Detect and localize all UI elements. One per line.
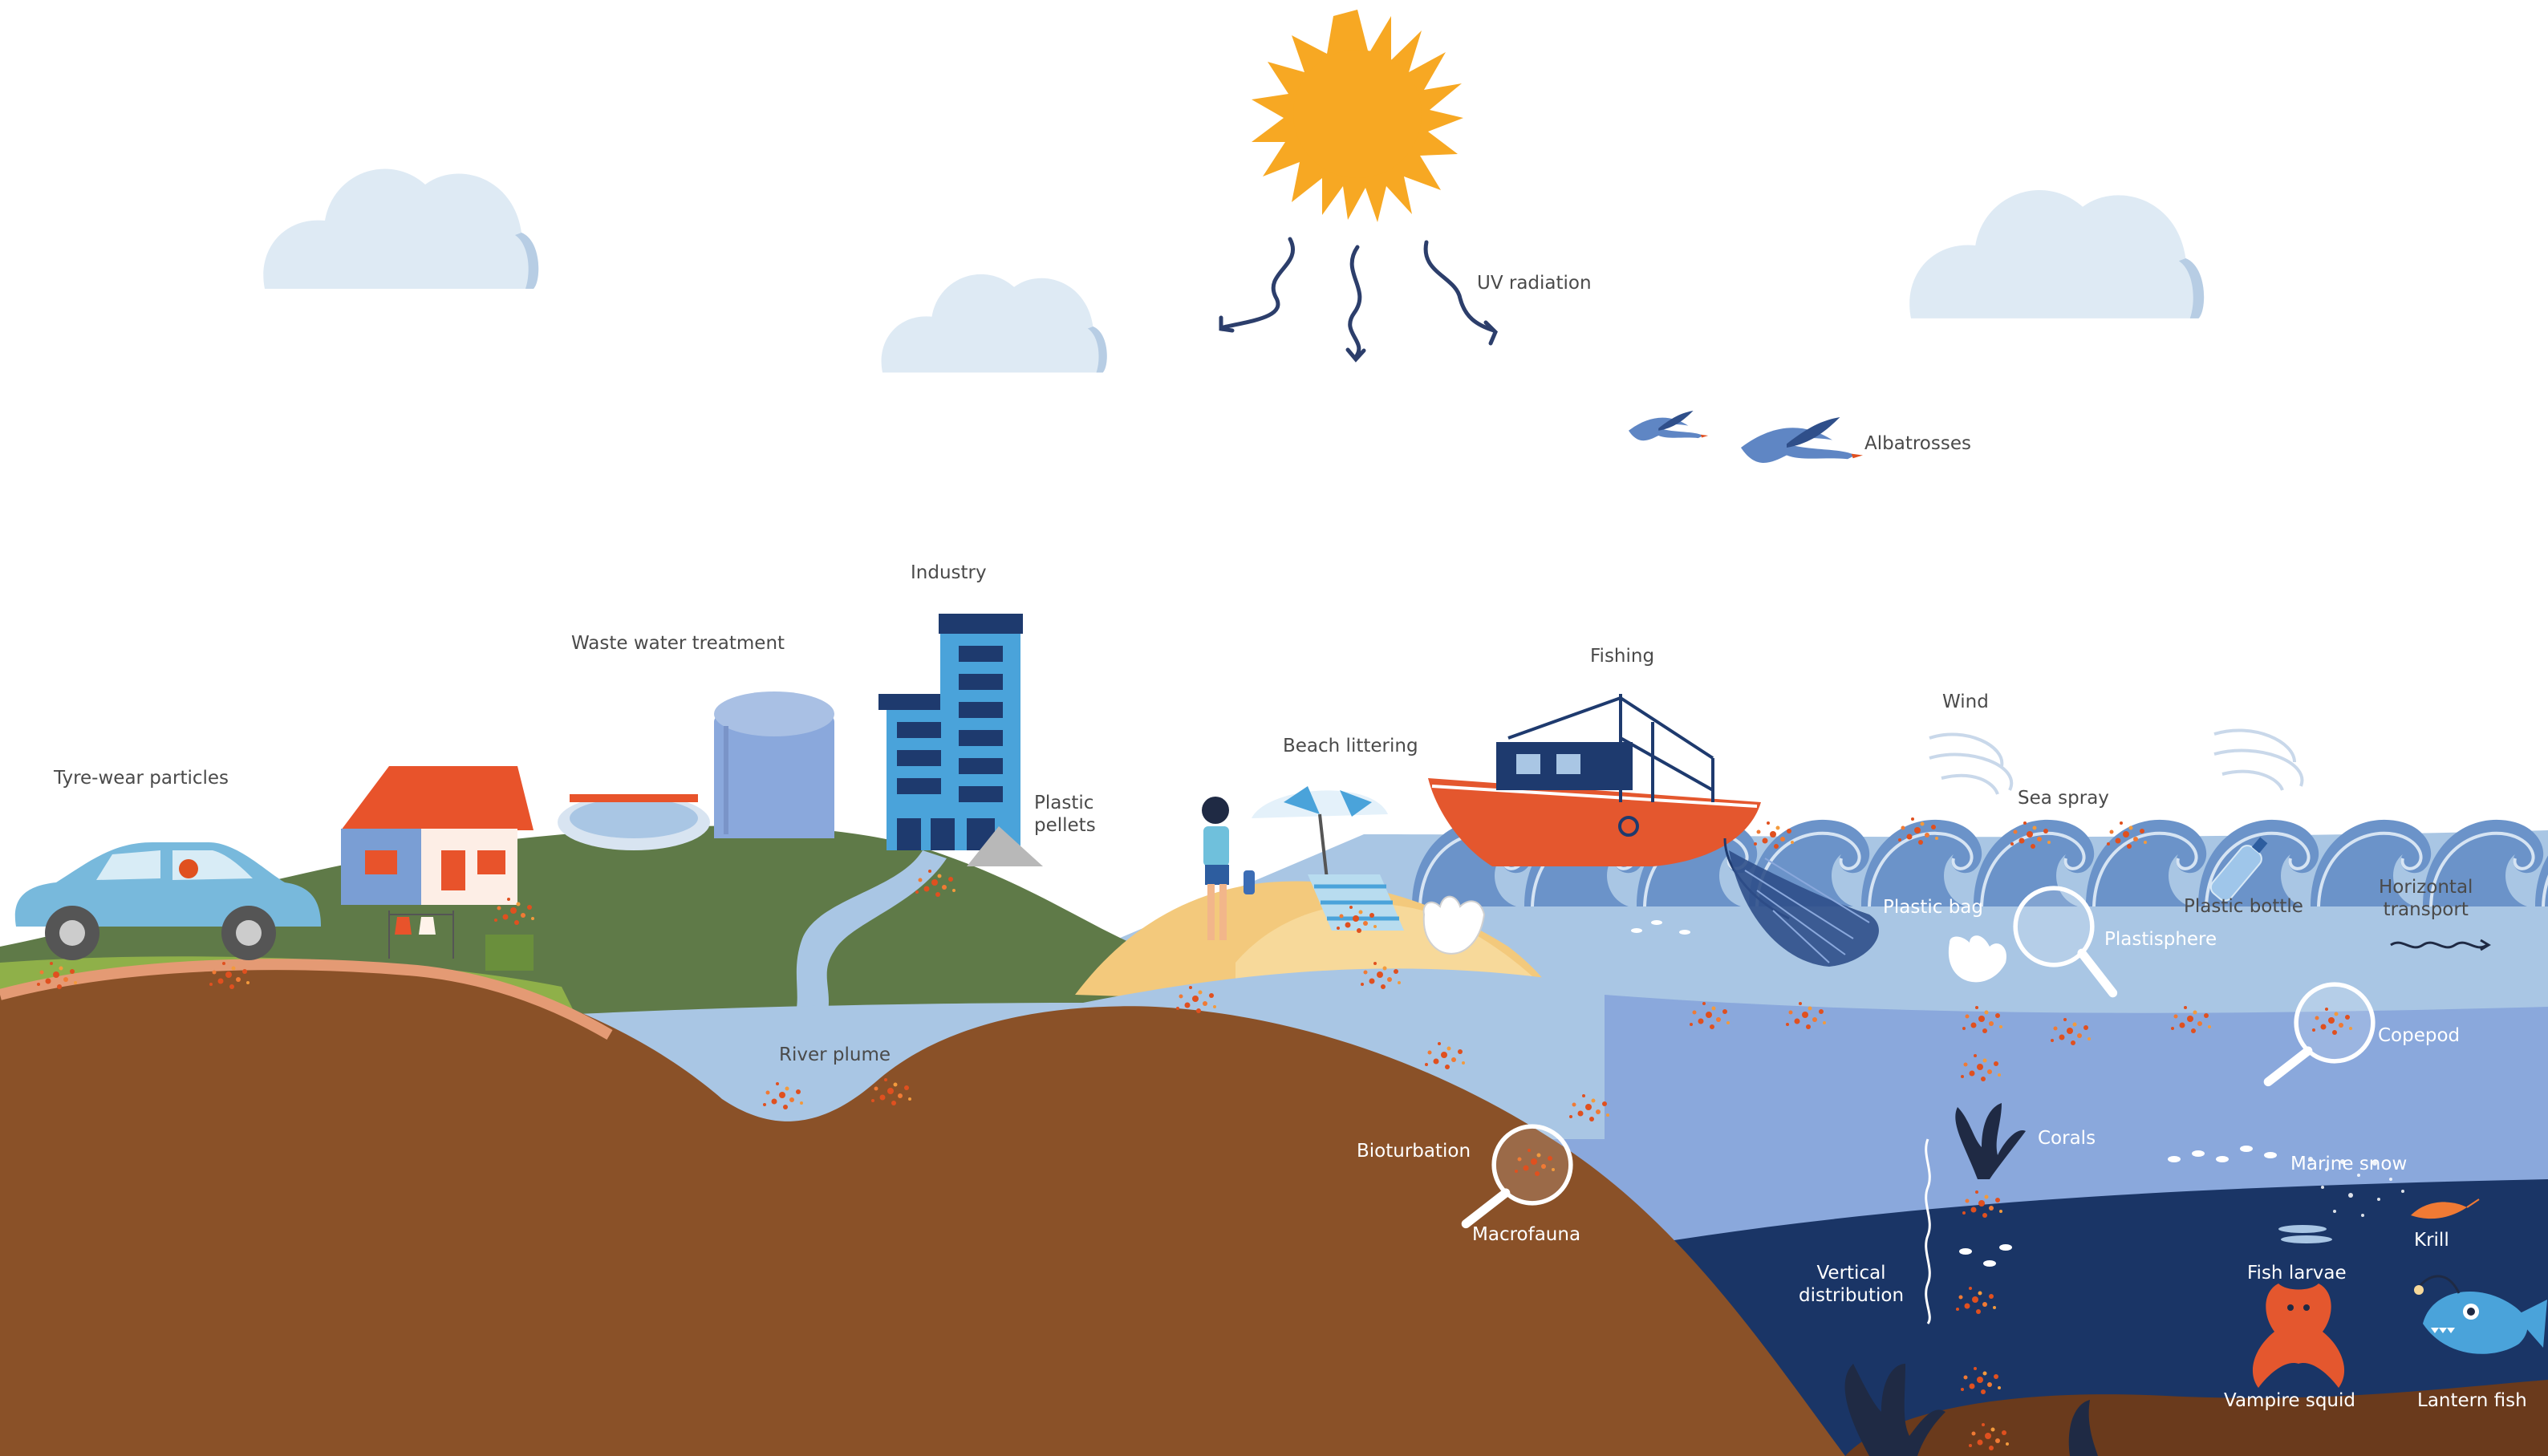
macrofauna-label: Macrofauna <box>1472 1224 1581 1245</box>
plastic-bag-label: Plastic bag <box>1883 897 1983 918</box>
plastic-bottle-label: Plastic bottle <box>2184 896 2303 917</box>
seabed <box>0 964 1845 1456</box>
cloud-icon <box>1909 189 2205 318</box>
plastic-bag-water-icon <box>1948 935 2006 983</box>
sea-spray-label: Sea spray <box>2018 788 2109 809</box>
fishing-label: Fishing <box>1590 646 1655 667</box>
vampire-squid-icon <box>2252 1284 2345 1388</box>
plastic-pellet-pile <box>967 826 1043 866</box>
horizontal-transport-label-line2: transport <box>2383 898 2469 920</box>
fish-larvae-icon <box>2278 1225 2332 1243</box>
krill-icon <box>2411 1198 2480 1219</box>
beach-umbrella-icon <box>1252 786 1404 931</box>
bioturbation-label: Bioturbation <box>1357 1141 1471 1162</box>
river <box>794 850 947 1019</box>
house-icon <box>341 766 534 971</box>
lantern-fish-label: Lantern fish <box>2417 1390 2527 1411</box>
wind-label: Wind <box>1942 691 1989 712</box>
fishing-boat-icon <box>1428 694 1761 866</box>
plastic-bottle-icon <box>2209 837 2268 902</box>
copepod-label: Copepod <box>2378 1025 2461 1046</box>
horizontal-transport-label-line1: Horizontal <box>2379 877 2473 898</box>
sun-icon <box>1252 10 1463 222</box>
wind-icon <box>1929 728 2304 795</box>
albatrosses-label: Albatrosses <box>1864 433 1971 454</box>
fish-school <box>1631 920 2277 1267</box>
person-icon <box>1202 797 1255 940</box>
industry-building-icon <box>878 614 1023 850</box>
vertical-distribution-arrow-icon <box>1925 1138 1931 1324</box>
plastic-pellets-label: Plastic pellets <box>1034 793 1096 837</box>
krill-label: Krill <box>2414 1230 2449 1251</box>
marine-snow <box>2308 1157 2404 1217</box>
tyre-wear-particles-label: Tyre-wear particles <box>54 768 229 789</box>
plastic-pellets-label-line2: pellets <box>1034 814 1096 836</box>
horizontal-transport-label: Horizontal transport <box>2379 877 2473 921</box>
wastewater-tank-icon <box>558 691 834 850</box>
plastic-bag-icon <box>1422 895 1486 955</box>
albatross-icon <box>1629 411 1709 441</box>
vertical-distribution-label-line1: Vertical <box>1816 1263 1886 1284</box>
industry-label: Industry <box>911 562 987 583</box>
vertical-distribution-label: Vertical distribution <box>1799 1263 1904 1307</box>
albatross-icon <box>1741 417 1863 463</box>
anglerfish-icon <box>2414 1275 2547 1354</box>
beach-littering-label: Beach littering <box>1283 736 1418 756</box>
vertical-distribution-label-line2: distribution <box>1799 1284 1905 1306</box>
cloud-icon <box>263 168 539 289</box>
river-plume-label: River plume <box>779 1044 891 1065</box>
uv-radiation-label: UV radiation <box>1477 273 1592 294</box>
vampire-squid-label: Vampire squid <box>2224 1390 2355 1411</box>
marine-snow-label: Marine snow <box>2290 1154 2408 1174</box>
horizontal-transport-arrow-icon <box>2390 939 2491 951</box>
waste-water-treatment-label: Waste water treatment <box>571 633 785 654</box>
plastisphere-label: Plastisphere <box>2104 929 2217 950</box>
car-icon <box>14 842 321 960</box>
corals-label: Corals <box>2038 1128 2096 1149</box>
fish-larvae-label: Fish larvae <box>2247 1263 2347 1284</box>
plastic-pellets-label-line1: Plastic <box>1034 793 1094 813</box>
fishing-net-icon <box>1723 838 1879 967</box>
uv-arrow-icon <box>1219 237 1498 363</box>
cloud-icon <box>881 274 1107 373</box>
seafloor-dark <box>1845 1380 2548 1456</box>
coral-icon <box>1844 1103 2098 1456</box>
